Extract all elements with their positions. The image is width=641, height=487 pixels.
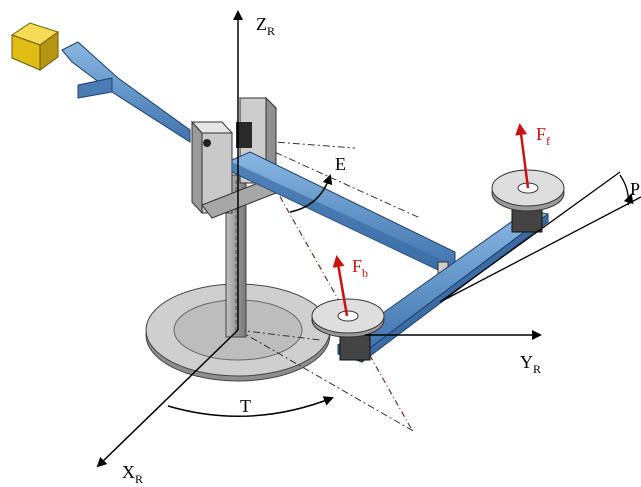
pitch-label: P xyxy=(630,179,640,199)
travel-label: T xyxy=(240,396,251,416)
y-axis-label: YR xyxy=(520,352,541,376)
z-axis-label: ZR xyxy=(256,14,275,38)
force-front-arrow xyxy=(515,123,530,189)
elevation-arc xyxy=(289,174,333,213)
main-beam xyxy=(61,41,456,271)
x-axis-label: XR xyxy=(122,462,143,486)
travel-arc xyxy=(167,396,334,418)
pitch-arrow xyxy=(623,193,634,206)
support-post xyxy=(225,174,247,338)
elevation-label: E xyxy=(335,154,346,174)
force-back-arrow xyxy=(332,255,349,317)
force-back-label: Fb xyxy=(352,256,368,280)
counterweight xyxy=(10,22,60,71)
x-axis-arrow xyxy=(96,329,239,468)
force-front-label: Ff xyxy=(536,124,550,148)
back-rotor xyxy=(311,298,385,361)
